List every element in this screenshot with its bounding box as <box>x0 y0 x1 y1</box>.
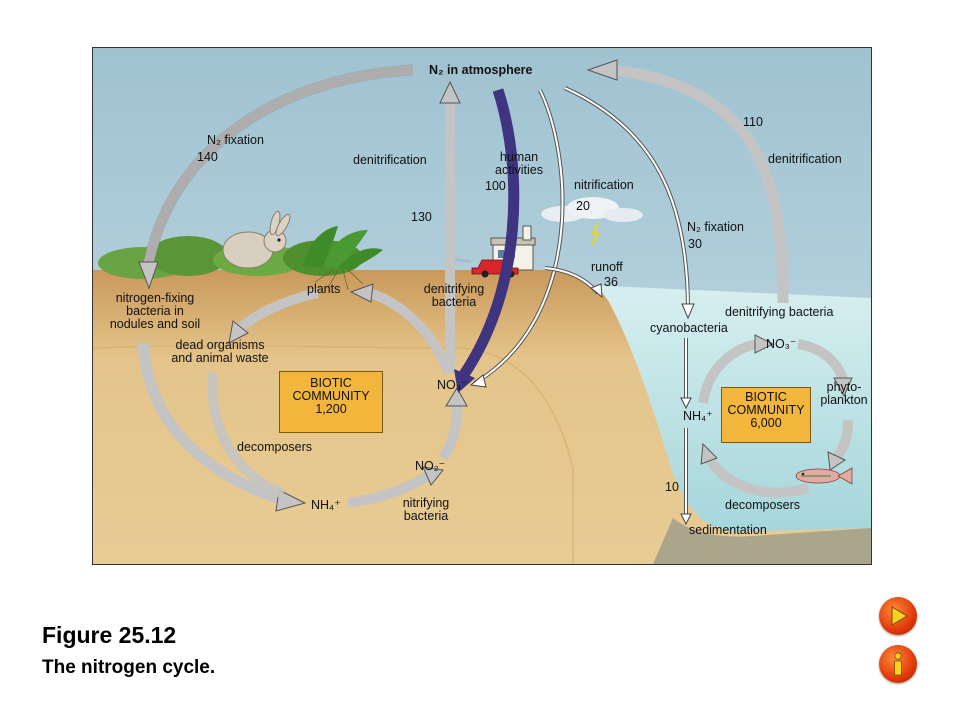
human-activities-label-2: activities <box>495 163 543 177</box>
plants-label: plants <box>307 282 341 296</box>
phytoplankton-label-2: plankton <box>820 393 868 407</box>
biotic-ocean-value: 6,000 <box>750 416 782 430</box>
rabbit <box>222 210 291 269</box>
sedimentation-label: sedimentation <box>689 523 767 537</box>
fish <box>795 467 853 485</box>
biotic-land-value: 1,200 <box>315 402 347 416</box>
figure-caption: The nitrogen cycle. <box>42 657 216 678</box>
no3-ocean-label: NO₃⁻ <box>766 337 797 351</box>
human-activities-label-1: human <box>499 150 539 164</box>
denitrification-ocean-value: 110 <box>743 115 763 129</box>
nitrification-label: nitrification <box>574 178 634 192</box>
denitrifying-bacteria-land-label-1: denitrifying <box>423 282 485 296</box>
land-soil <box>93 270 871 564</box>
n2-fixation-land-value: 140 <box>197 150 218 164</box>
runoff-value: 36 <box>604 275 618 289</box>
dead-organisms-label-2: and animal waste <box>171 351 269 365</box>
nitrogen-cycle-diagram: N₂ in atmosphere N₂ fixation 140 denitri… <box>92 47 872 565</box>
sedimentation-value: 10 <box>665 480 679 494</box>
figure-title: Figure 25.12 <box>42 622 177 648</box>
plant-roots <box>314 269 364 291</box>
info-icon <box>894 652 902 676</box>
biotic-land-line1: BIOTIC <box>310 376 352 390</box>
decomposers-land-label: decomposers <box>237 440 313 454</box>
play-button[interactable] <box>879 597 917 635</box>
diagram-art <box>93 48 871 564</box>
biotic-community-ocean: BIOTIC COMMUNITY 6,000 <box>721 387 811 443</box>
human-activities-arrowhead <box>454 369 475 393</box>
nitrogen-fixing-label-3: nodules and soil <box>109 317 201 331</box>
nh4-ocean-label: NH₄⁺ <box>683 409 713 423</box>
biotic-ocean-line1: BIOTIC <box>745 390 787 404</box>
cyanobacteria-label: cyanobacteria <box>650 321 728 335</box>
biotic-community-land: BIOTIC COMMUNITY 1,200 <box>279 371 383 433</box>
info-button[interactable] <box>879 645 917 683</box>
denitrification-land-label: denitrification <box>353 153 427 167</box>
denitrifying-bacteria-ocean-label: denitrifying bacteria <box>725 305 834 319</box>
biotic-ocean-line2: COMMUNITY <box>727 403 805 417</box>
nitrifying-bacteria-label-1: nitrifying <box>402 496 450 510</box>
sediment-layer <box>653 518 871 564</box>
nitrogen-fixing-label-1: nitrogen-fixing <box>115 291 195 305</box>
no2-land-label: NO₂⁻ <box>415 459 446 473</box>
n2-fixation-land-label: N₂ fixation <box>207 133 264 147</box>
nitrification-value: 20 <box>576 199 590 213</box>
denitrification-ocean-label: denitrification <box>768 152 842 166</box>
n2-fixation-ocean-label: N₂ fixation <box>687 220 744 234</box>
no3-land-label: NO₃⁻ <box>437 378 468 392</box>
nitrifying-bacteria-label-2: bacteria <box>403 509 449 523</box>
human-activities-arrow <box>458 88 520 380</box>
nh4-land-label: NH₄⁺ <box>311 498 341 512</box>
atmosphere-label: N₂ in atmosphere <box>429 63 533 77</box>
human-activities-value: 100 <box>485 179 506 193</box>
n2-fixation-ocean-value: 30 <box>688 237 702 251</box>
vegetation <box>98 226 383 279</box>
denitrification-land-value: 130 <box>411 210 432 224</box>
runoff-label: runoff <box>591 260 623 274</box>
land-arrows <box>137 64 468 512</box>
biotic-land-line2: COMMUNITY <box>292 389 370 403</box>
denitrifying-bacteria-land-label-2: bacteria <box>431 295 477 309</box>
play-icon <box>891 606 908 626</box>
dead-organisms-label-1: dead organisms <box>175 338 265 352</box>
decomposers-ocean-label: decomposers <box>725 498 801 512</box>
phytoplankton-label-1: phyto- <box>826 380 862 394</box>
nitrogen-fixing-label-2: bacteria in <box>126 304 184 318</box>
